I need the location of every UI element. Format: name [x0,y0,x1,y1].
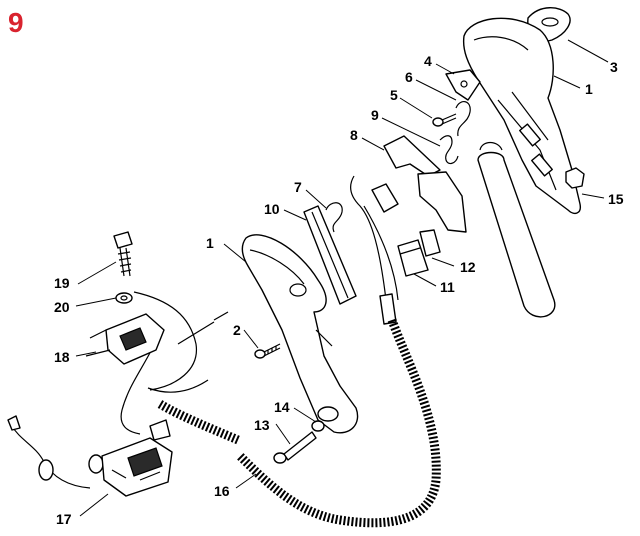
part-2-screw [254,343,281,359]
part-6-spring-clip [455,101,471,137]
callout-11: 11 [440,279,455,295]
switch-cable [350,175,399,325]
callout-9: 9 [371,107,379,123]
callout-3: 3 [610,59,618,75]
callout-19: 19 [54,275,70,291]
part-16-conduit [157,318,441,528]
callout-labels: 1 1 2 3 4 5 6 7 8 9 10 11 12 13 14 15 16… [54,53,624,527]
part-14-washer [311,420,325,432]
callout-15: 15 [608,191,624,207]
part-19-screw [113,231,133,277]
callout-8: 8 [350,127,358,143]
part-18-switch-block [85,313,165,365]
part-5-screw [432,113,457,127]
callout-10: 10 [264,201,280,217]
callout-20: 20 [54,299,70,315]
callout-18: 18 [54,349,70,365]
callout-16: 16 [214,483,230,499]
figure-number: 9 [8,7,24,38]
part-17-switch-housing [101,437,173,497]
part-11-switch-body [397,239,429,277]
part-4-clip [445,69,481,101]
part-9-spring [439,135,459,165]
part-13-screw [273,431,317,464]
callout-1: 1 [206,235,214,251]
leader-lines [75,39,609,517]
part-1-handle [241,234,359,434]
wiring [7,291,229,489]
callout-13: 13 [254,417,270,433]
callout-14: 14 [274,399,290,415]
tube [477,141,556,318]
callout-1: 1 [585,81,593,97]
callout-6: 6 [405,69,413,85]
part-20-washer [115,292,133,304]
part-15-nut [565,167,585,189]
part-12-switch [419,229,441,257]
callout-12: 12 [460,259,476,275]
callout-17: 17 [56,511,72,527]
callout-7: 7 [294,179,302,195]
part-8-trigger-lever [383,135,467,233]
part-1-housing-shell [462,17,582,215]
callout-5: 5 [390,87,398,103]
callout-2: 2 [233,322,241,338]
part-7-spring [325,202,343,233]
callout-4: 4 [424,53,432,69]
part-10-lever [303,205,357,305]
